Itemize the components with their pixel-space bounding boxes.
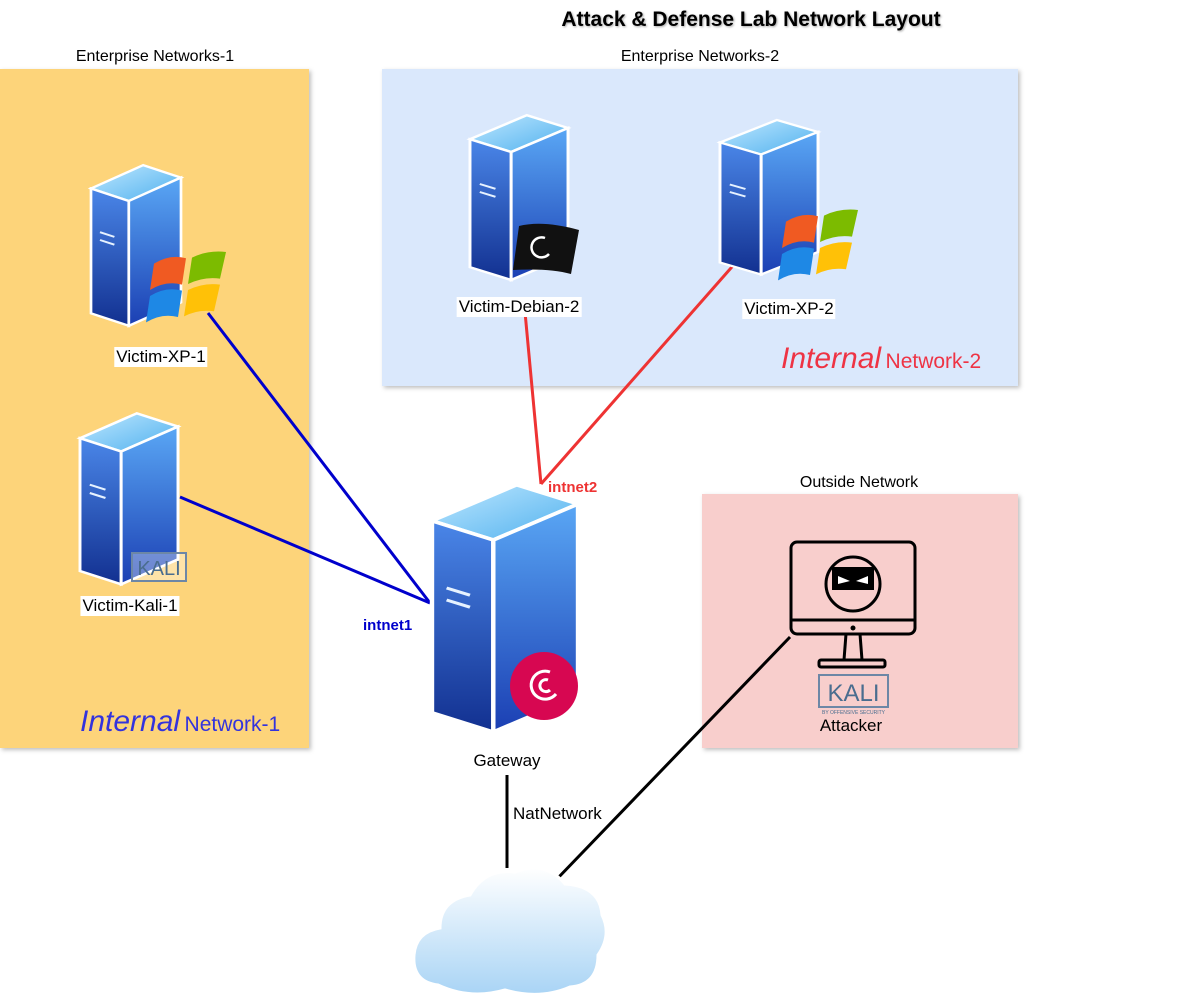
outside-network-label: Outside Network [799, 474, 919, 491]
kali-logo-icon: KALI [131, 552, 187, 582]
internal-network-1-name: Network-1 [184, 713, 281, 736]
attacker-monitor-icon [789, 540, 917, 669]
kali-logo-icon: KALI BY OFFENSIVE SECURITY [818, 674, 889, 716]
enterprise-network-2-label: Enterprise Networks-2 [620, 48, 780, 65]
victim-debian-2-label: Victim-Debian-2 [456, 297, 582, 317]
internal-network-2-name: Network-2 [885, 350, 982, 373]
attacker-label: Attacker [819, 716, 883, 735]
kali-logo-text: KALI [137, 558, 180, 580]
windows-xp-logo-icon [146, 251, 226, 323]
kali-logo-subtext: BY OFFENSIVE SECURITY [822, 710, 886, 716]
natnetwork-label: NatNetwork [513, 804, 602, 823]
intnet2-label: intnet2 [548, 479, 598, 496]
gateway-label: Gateway [471, 751, 543, 771]
link-debian2-gateway [523, 311, 543, 485]
victim-xp-2-label: Victim-XP-2 [742, 299, 836, 319]
windows-xp-logo-icon [778, 209, 858, 281]
link-kali1-gateway [179, 495, 431, 605]
debian-flag-icon [513, 223, 579, 274]
link-xp2-gateway [539, 259, 740, 485]
victim-xp-1-label: Victim-XP-1 [114, 347, 208, 367]
internal-network-2-label: Internal Network-2 [781, 342, 981, 376]
internal-network-1-word: Internal [80, 705, 181, 738]
enterprise-network-1-label: Enterprise Networks-1 [75, 48, 235, 65]
kali-logo-text: KALI [827, 680, 879, 707]
link-attacker-cloud [554, 635, 792, 882]
debian-logo-icon [510, 652, 578, 720]
cloud-icon [412, 866, 608, 996]
internal-network-1-label: Internal Network-1 [80, 705, 280, 739]
victim-kali-1-label: Victim-Kali-1 [80, 596, 180, 616]
intnet1-label: intnet1 [363, 617, 413, 634]
internal-network-2-word: Internal [781, 342, 882, 375]
link-xp1-gateway [206, 312, 432, 604]
hacker-icon [824, 555, 882, 613]
page-title: Attack & Defense Lab Network Layout [561, 8, 941, 31]
